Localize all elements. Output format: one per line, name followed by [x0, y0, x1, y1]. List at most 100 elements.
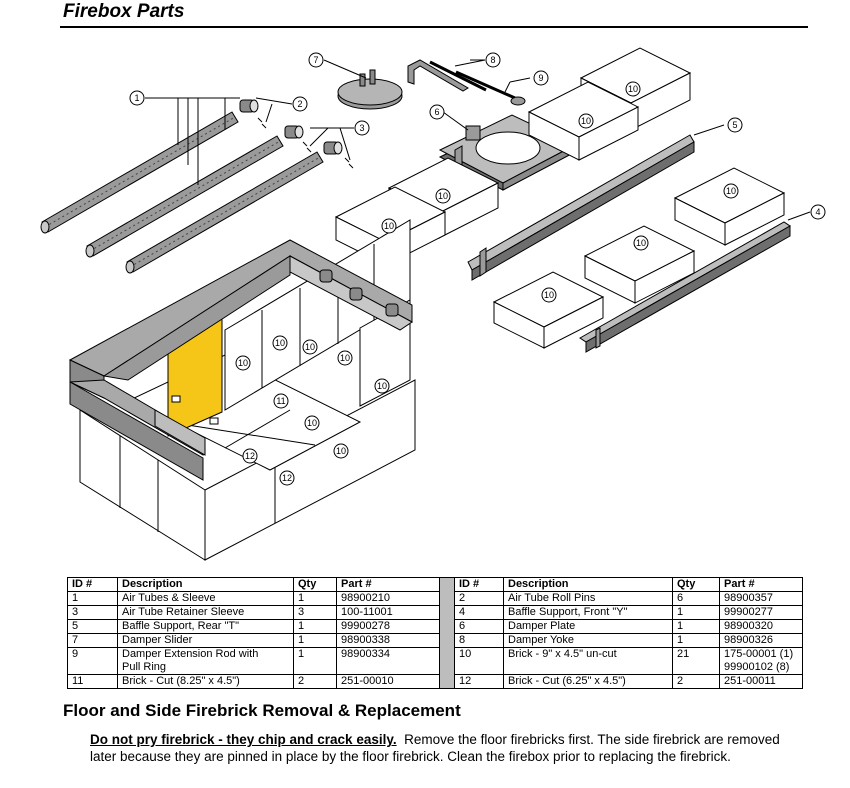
section-heading: Floor and Side Firebrick Removal & Repla… [63, 701, 461, 720]
callout-10: 10 [336, 446, 346, 456]
callout-10: 10 [305, 342, 315, 352]
cell-description: Baffle Support, Front "Y" [503, 605, 673, 620]
col-header-description: Description [117, 577, 294, 592]
cell-part: 100-11001 [336, 605, 440, 620]
callout-3: 3 [359, 123, 364, 133]
cell-part-line2: 99900102 (8) [724, 661, 790, 673]
cell-id: 9 [67, 647, 118, 675]
cell-part: 98900338 [336, 633, 440, 648]
col-header-qty: Qty [293, 577, 337, 592]
callout-7: 7 [313, 55, 318, 65]
cell-part: 175-00001 (1)99900102 (8) [719, 647, 803, 675]
cell-description: Brick - Cut (6.25" x 4.5") [503, 674, 673, 689]
callout-10: 10 [307, 418, 317, 428]
table-header-row: ID # Description Qty Part # ID # Descrip… [67, 577, 803, 689]
cell-qty: 1 [293, 619, 337, 634]
col-header-id: ID # [454, 577, 504, 592]
col-header-id: ID # [67, 577, 118, 592]
instructions-paragraph: Do not pry firebrick - they chip and cra… [90, 731, 780, 765]
cell-qty: 21 [672, 647, 720, 675]
callout-4: 4 [815, 207, 820, 217]
cell-part: 251-00010 [336, 674, 440, 689]
callout-10: 10 [238, 358, 248, 368]
cell-part-line1: 175-00001 (1) [724, 648, 794, 660]
firebox-exploded-diagram: 1 2 3 4 5 6 7 8 9 10 10 10 10 10 10 10 1… [40, 47, 826, 561]
cell-part: 99900277 [719, 605, 803, 620]
callout-10: 10 [636, 238, 646, 248]
baffle-supports [467, 124, 811, 353]
air-tube-group [40, 97, 354, 274]
cell-qty: 2 [293, 674, 337, 689]
callout-5: 5 [732, 120, 737, 130]
cell-part: 98900357 [719, 591, 803, 606]
parts-table: ID # Description Qty Part # ID # Descrip… [67, 577, 803, 689]
table-divider [439, 577, 455, 689]
col-header-qty: Qty [672, 577, 720, 592]
cell-id: 7 [67, 633, 118, 648]
title-underline [60, 26, 808, 28]
cell-id: 12 [454, 674, 504, 689]
cell-id: 10 [454, 647, 504, 675]
instructions-text: Remove the floor firebricks first. The s… [90, 732, 780, 764]
cell-description: Damper Slider [117, 633, 294, 648]
cell-qty: 6 [672, 591, 720, 606]
table-row: 1 Air Tubes & Sleeve 1 98900210 2 Air Tu… [67, 591, 803, 606]
callout-10: 10 [581, 116, 591, 126]
cell-description: Brick - 9" x 4.5" un-cut [503, 647, 673, 675]
table-row: 11 Brick - Cut (8.25" x 4.5") 2 251-0001… [67, 674, 803, 689]
damper-slider-part [323, 59, 403, 110]
cell-description-line1: Damper Extension Rod with [122, 648, 259, 660]
cell-qty: 3 [293, 605, 337, 620]
cell-qty: 1 [293, 647, 337, 675]
cell-qty: 1 [293, 591, 337, 606]
callout-10: 10 [544, 290, 554, 300]
callout-10: 10 [275, 338, 285, 348]
table-row: 3 Air Tube Retainer Sleeve 3 100-11001 4… [67, 605, 803, 620]
cell-description: Air Tube Roll Pins [503, 591, 673, 606]
cell-qty: 1 [293, 633, 337, 648]
table-row: 5 Baffle Support, Rear "T" 1 99900278 6 … [67, 619, 803, 634]
col-header-part: Part # [719, 577, 803, 592]
callout-markers [129, 52, 826, 486]
callout-11: 11 [276, 396, 285, 406]
callout-2: 2 [297, 99, 302, 109]
callout-6: 6 [434, 107, 439, 117]
cell-part: 98900334 [336, 647, 440, 675]
cell-id: 5 [67, 619, 118, 634]
callout-10: 10 [438, 191, 448, 201]
firebox-assembly [68, 219, 416, 561]
callout-10: 10 [340, 353, 350, 363]
callout-1: 1 [134, 93, 139, 103]
callout-10: 10 [384, 221, 394, 231]
cell-part: 98900210 [336, 591, 440, 606]
cell-description: Air Tube Retainer Sleeve [117, 605, 294, 620]
callout-12: 12 [245, 451, 255, 461]
cell-description-line2: Pull Ring [122, 661, 167, 673]
cell-part: 98900320 [719, 619, 803, 634]
cell-id: 4 [454, 605, 504, 620]
cell-part: 99900278 [336, 619, 440, 634]
cell-description: Baffle Support, Rear "T" [117, 619, 294, 634]
cell-id: 1 [67, 591, 118, 606]
col-header-description: Description [503, 577, 673, 592]
page-title: Firebox Parts [63, 1, 185, 22]
cell-description: Air Tubes & Sleeve [117, 591, 294, 606]
cell-id: 8 [454, 633, 504, 648]
cell-id: 2 [454, 591, 504, 606]
table-row: 7 Damper Slider 1 98900338 8 Damper Yoke… [67, 633, 803, 648]
col-header-part: Part # [336, 577, 440, 592]
callout-10: 10 [377, 381, 387, 391]
callout-9: 9 [538, 73, 543, 83]
callout-10: 10 [628, 84, 638, 94]
cell-qty: 1 [672, 633, 720, 648]
warning-text: Do not pry firebrick - they chip and cra… [90, 732, 397, 747]
cell-id: 3 [67, 605, 118, 620]
cell-description: Damper Plate [503, 619, 673, 634]
cell-description: Brick - Cut (8.25" x 4.5") [117, 674, 294, 689]
callout-8: 8 [490, 55, 495, 65]
cell-part: 251-00011 [719, 674, 803, 689]
damper-yoke-part [407, 59, 531, 106]
cell-qty: 1 [672, 619, 720, 634]
